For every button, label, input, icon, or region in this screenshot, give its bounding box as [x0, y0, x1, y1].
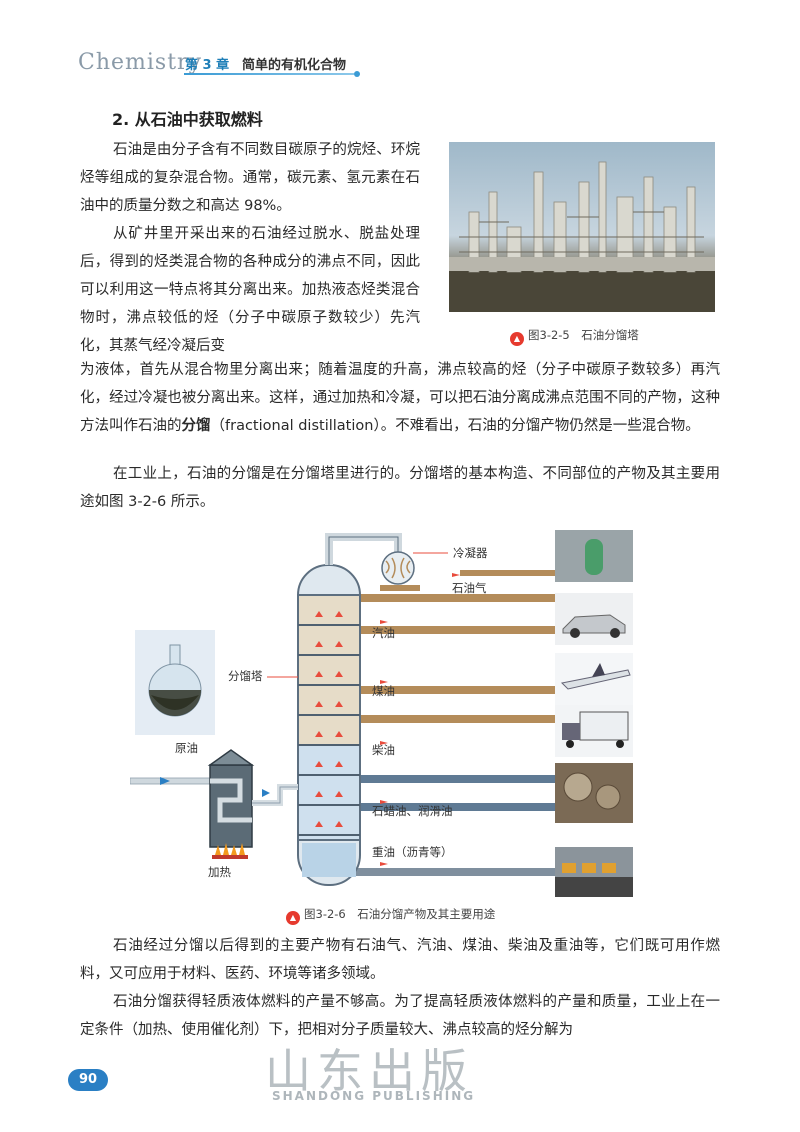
- paragraph-2: 从矿井里开采出来的石油经过脱水、脱盐处理后，得到的烃类混合物的各种成分的沸点不同…: [80, 226, 420, 354]
- chapter-title: 简单的有机化合物: [242, 58, 347, 73]
- condenser-assembly: [325, 533, 420, 591]
- product-pipes: [330, 570, 555, 876]
- product-images: [555, 530, 633, 897]
- label-gasoline: 汽油: [372, 626, 395, 640]
- section-title: 2. 从石油中获取燃料: [112, 110, 263, 129]
- paragraph-1: 石油是由分子含有不同数目碳原子的烷烃、环烷烃等组成的复杂混合物。通常，碳元素、氢…: [80, 142, 420, 214]
- label-paraffin-lubricating-oil: 石蜡油、润滑油: [372, 804, 453, 818]
- page-number: 90: [78, 1072, 98, 1087]
- paragraph-2-continued: 为液体，首先从混合物里分离出来；随着温度的升高，沸点较高的烃（分子中碳原子数较多…: [80, 356, 720, 440]
- header-underline: [184, 73, 354, 75]
- caption-marker-icon: ▲: [510, 332, 524, 346]
- distillation-diagram: [130, 530, 633, 897]
- label-kerosene: 煤油: [372, 684, 395, 698]
- caption-marker-icon: ▲: [286, 911, 300, 925]
- publisher-watermark-cn: 山东出版: [265, 1044, 473, 1098]
- label-crude-oil: 原油: [175, 741, 198, 755]
- label-petroleum-gas: 石油气: [452, 581, 487, 595]
- publisher-watermark-en: SHANDONG PUBLISHING: [272, 1089, 476, 1103]
- paragraph-2-text-end: （fractional distillation）。不难看出，石油的分馏产物仍然…: [210, 418, 700, 434]
- label-heating: 加热: [208, 865, 231, 879]
- book-title: Chemistry: [78, 50, 202, 75]
- keyword-fractional-distillation: 分馏: [181, 418, 211, 434]
- label-condenser: 冷凝器: [453, 546, 488, 560]
- chapter-number: 第 3 章: [185, 58, 230, 73]
- label-fractionating-tower: 分馏塔: [228, 669, 263, 683]
- figure-1-caption-text: 图3-2-5 石油分馏塔: [528, 328, 639, 342]
- paragraph-3: 在工业上，石油的分馏是在分馏塔里进行的。分馏塔的基本构造、不同部位的产物及其主要…: [80, 466, 720, 510]
- label-heavy-oil: 重油（沥青等）: [372, 845, 453, 859]
- figure-2-caption: ▲ 图3-2-6 石油分馏产物及其主要用途: [286, 906, 495, 925]
- refinery-illustration: [449, 161, 715, 312]
- page-number-badge: 90: [68, 1069, 108, 1091]
- fractionating-tower: [297, 564, 361, 886]
- paragraph-4: 石油经过分馏以后得到的主要产物有石油气、汽油、煤油、柴油及重油等，它们既可用作燃…: [80, 938, 720, 982]
- heater-assembly: [130, 749, 298, 859]
- paragraph-5: 石油分馏获得轻质液体燃料的产量不够高。为了提高轻质液体燃料的产量和质量，工业上在…: [80, 994, 720, 1038]
- figure-2-caption-text: 图3-2-6 石油分馏产物及其主要用途: [304, 907, 496, 921]
- header-dot: [354, 71, 360, 77]
- refinery-photo: [449, 142, 715, 312]
- paragraph-2-text: 为液体，首先从混合物里分离出来；随着温度的升高，沸点较高的烃（分子中碳原子数较多…: [80, 362, 720, 434]
- crude-oil-flask-icon: [135, 630, 215, 735]
- label-diesel: 柴油: [372, 743, 395, 757]
- figure-1-caption: ▲ 图3-2-5 石油分馏塔: [510, 327, 639, 346]
